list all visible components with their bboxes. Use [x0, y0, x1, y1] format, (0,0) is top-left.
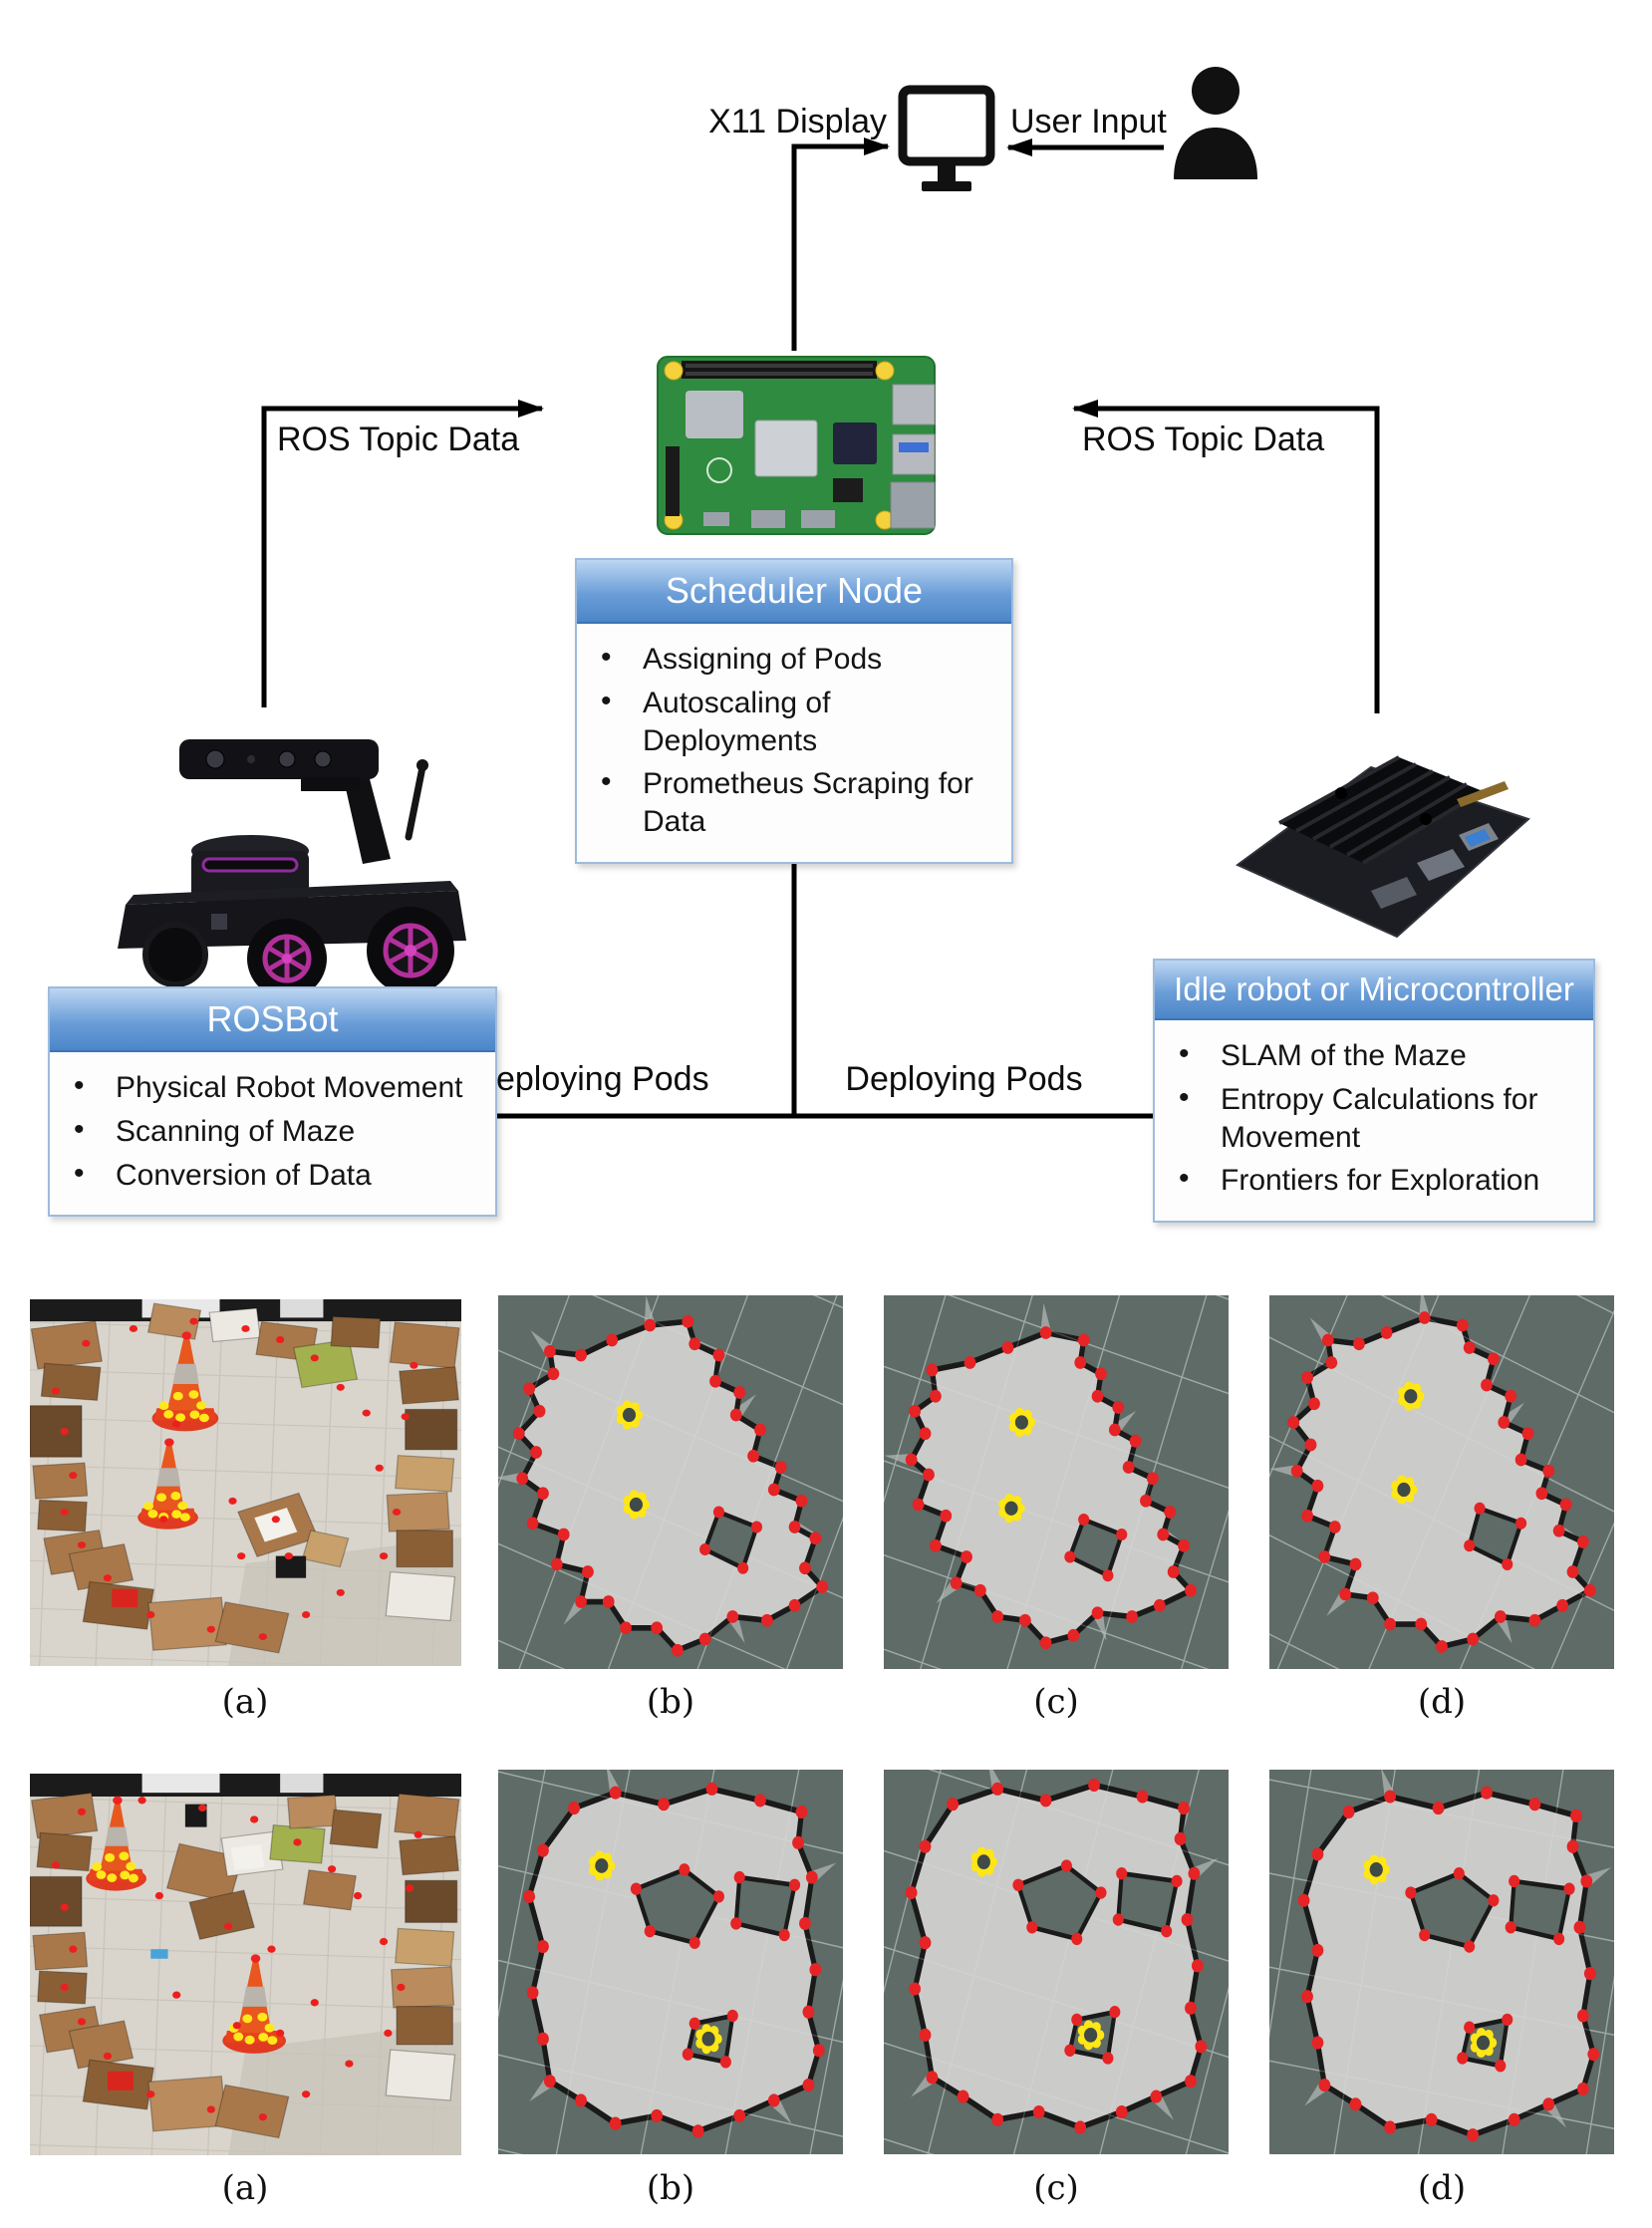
scheduler-node-title: Scheduler Node: [577, 560, 1011, 624]
slam-map-row2-c: [884, 1770, 1229, 2154]
slam-map-row1-b: [498, 1295, 843, 1669]
maze-photo-row1: [30, 1299, 461, 1666]
scheduler-node-list: Assigning of PodsAutoscaling of Deployme…: [577, 638, 1011, 844]
idle-robot-box: Idle robot or Microcontroller SLAM of th…: [1153, 959, 1595, 1224]
ros-topic-data-left-label: ROS Topic Data: [277, 420, 520, 458]
caption-row2-d: (d): [1417, 2168, 1467, 2208]
jetson-board-image: [1236, 755, 1530, 939]
wheel-rear: [367, 907, 454, 986]
caption-row1-d: (d): [1417, 1682, 1467, 1722]
deploying-pods-right-label: Deploying Pods: [845, 1060, 1083, 1098]
rosbot-title: ROSBot: [50, 988, 495, 1052]
raspberry-pi-image: [657, 356, 936, 535]
scheduler-node-box: Scheduler Node Assigning of PodsAutoscal…: [575, 558, 1013, 864]
idle-robot-title: Idle robot or Microcontroller: [1155, 961, 1593, 1020]
caption-row1-a: (a): [221, 1682, 269, 1722]
slam-map-row1-d: [1269, 1295, 1614, 1669]
wheel-front: [247, 919, 327, 986]
bullet-item: Conversion of Data: [50, 1154, 495, 1198]
rosbot-list: Physical Robot MovementScanning of MazeC…: [50, 1066, 495, 1197]
user-person-icon: [1174, 67, 1257, 179]
slam-map-row1-c: [884, 1295, 1229, 1669]
bullet-item: SLAM of the Maze: [1155, 1034, 1593, 1078]
slam-map-row2-d: [1269, 1770, 1614, 2154]
caption-row2-b: (b): [646, 2168, 695, 2208]
caption-row1-b: (b): [646, 1682, 695, 1722]
connector-lines: [261, 138, 1380, 1125]
deploying-pods-left-label: Deploying Pods: [471, 1060, 709, 1098]
idle-robot-list: SLAM of the MazeEntropy Calculations for…: [1155, 1034, 1593, 1203]
ros-topic-data-right-label: ROS Topic Data: [1082, 420, 1325, 458]
monitor-icon: [898, 85, 995, 191]
slam-map-row2-b: [498, 1770, 843, 2154]
bullet-item: Entropy Calculations for Movement: [1155, 1078, 1593, 1160]
bullet-item: Autoscaling of Deployments: [577, 682, 1011, 763]
bullet-item: Prometheus Scraping for Data: [577, 762, 1011, 844]
x11-display-label: X11 Display: [708, 103, 887, 140]
bullet-item: Physical Robot Movement: [50, 1066, 495, 1110]
maze-photo-row2: [30, 1774, 461, 2155]
caption-row1-c: (c): [1033, 1682, 1079, 1722]
user-input-label: User Input: [1010, 103, 1167, 140]
caption-row2-a: (a): [221, 2168, 269, 2208]
bullet-item: Frontiers for Exploration: [1155, 1159, 1593, 1203]
rosbot-box: ROSBot Physical Robot MovementScanning o…: [48, 986, 497, 1218]
rosbot-image: [118, 739, 466, 986]
bullet-item: Assigning of Pods: [577, 638, 1011, 682]
bullet-item: Scanning of Maze: [50, 1110, 495, 1154]
caption-row2-c: (c): [1033, 2168, 1079, 2208]
